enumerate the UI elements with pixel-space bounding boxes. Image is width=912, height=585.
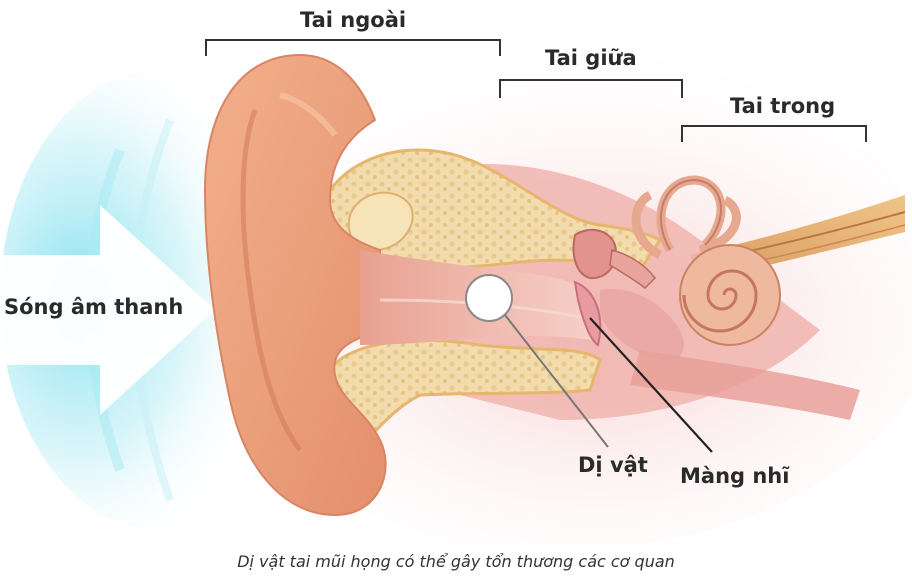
sound-wave-arrow [0, 205, 215, 415]
cochlea [679, 244, 781, 346]
region-brackets [205, 39, 867, 142]
middle-ear-label: Tai giữa [545, 46, 637, 70]
eardrum-pointer [589, 317, 713, 453]
outer-ear-bracket [205, 39, 501, 56]
outer-ear-label: Tai ngoài [300, 8, 407, 32]
foreign-object-pointer [504, 314, 609, 448]
eardrum [573, 280, 602, 347]
sound-wave-label: Sóng âm thanh [4, 295, 184, 319]
pinna [203, 53, 387, 517]
foreign-object-label: Dị vật [578, 453, 648, 477]
ossicles [572, 228, 656, 289]
middle-ear-cavity [600, 289, 684, 361]
foreign-object [465, 274, 513, 322]
middle-ear-bracket [499, 79, 683, 98]
eustachian-tube [630, 350, 860, 420]
eardrum-label: Màng nhĩ [680, 464, 790, 488]
inner-ear-bracket [681, 125, 867, 142]
ear-anatomy-diagram [0, 39, 912, 545]
caption: Dị vật tai mũi họng có thể gây tổn thươn… [237, 552, 675, 571]
inner-ear-label: Tai trong [730, 94, 836, 118]
